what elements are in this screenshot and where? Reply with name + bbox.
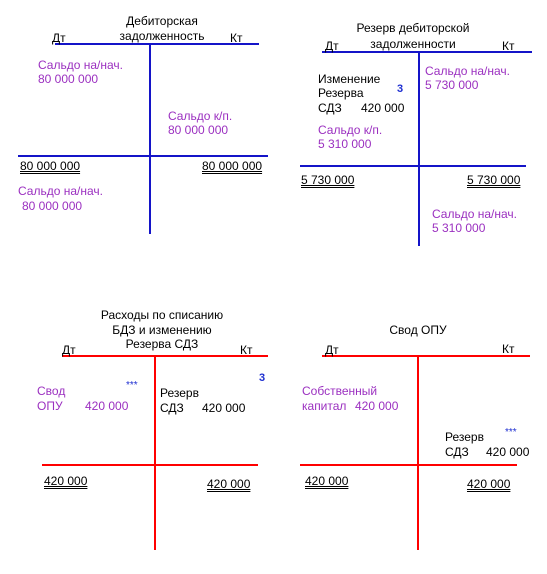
account2-change-line-1: Изменение — [318, 72, 381, 86]
account2-change-value: 420 000 — [361, 101, 405, 115]
account3-entry-marker: 3 — [259, 372, 266, 384]
account2-end-label: Сальдо на/нач. — [432, 207, 517, 221]
account3-credit-entry-value: 420 000 — [202, 401, 246, 415]
account1-end-label: Сальдо на/нач. — [18, 184, 103, 198]
account2-debit-turnover: 5 730 000 — [301, 173, 355, 187]
account2-opening-value: 5 730 000 — [425, 78, 479, 92]
account3-title-line-1: Расходы по списанию — [100, 308, 224, 322]
account1-debit-label: Дт — [52, 31, 66, 45]
account4-debit-entry-value: 420 000 — [355, 399, 399, 413]
account4-credit-entry-line-1: Резерв — [445, 430, 484, 444]
account3-credit-entry-line-2: СДЗ — [160, 401, 184, 415]
account3-credit-label: Кт — [240, 343, 253, 357]
account1-title-line-1: Дебиторская — [126, 14, 198, 28]
account3-title-line-2: БДЗ и изменению — [112, 323, 212, 337]
account4-debit-label: Дт — [325, 343, 339, 357]
account2-change-line-3: СДЗ — [318, 101, 342, 115]
account3-stars-marker: *** — [126, 380, 138, 391]
account4-stars-marker: *** — [505, 427, 517, 438]
account3-credit-entry-line-1: Резерв — [160, 386, 199, 400]
account4-debit-entry-line-1: Собственный — [302, 384, 378, 398]
account1-closing-credit-value: 80 000 000 — [168, 123, 229, 137]
account2-opening-label: Сальдо на/нач. — [425, 64, 510, 78]
account4-credit-turnover: 420 000 — [467, 477, 511, 491]
account2-credit-turnover: 5 730 000 — [467, 173, 521, 187]
account2-credit-label: Кт — [502, 39, 515, 53]
account1-end-value: 80 000 000 — [22, 199, 83, 213]
account2-entry-marker: 3 — [397, 83, 404, 95]
account3-debit-entry-value: 420 000 — [85, 399, 129, 413]
account1-opening-label: Сальдо на/нач. — [38, 58, 123, 72]
account1-title-line-2: задолженность — [119, 29, 205, 43]
account4-debit-turnover: 420 000 — [305, 474, 349, 488]
account1-credit-turnover: 80 000 000 — [202, 159, 263, 173]
account1-closing-credit-label: Сальдо к/п. — [168, 109, 233, 123]
account3-debit-entry-line-1: Свод — [37, 384, 66, 398]
account4-credit-entry-line-2: СДЗ — [445, 445, 469, 459]
account2-title-line-1: Резерв дебиторской — [356, 21, 470, 35]
account1-debit-turnover: 80 000 000 — [20, 159, 81, 173]
account1-credit-label: Кт — [230, 31, 243, 45]
account4-debit-entry-line-2: капитал — [302, 399, 347, 413]
account1-opening-value: 80 000 000 — [38, 72, 99, 86]
account3-title-line-3: Резерва СДЗ — [125, 337, 199, 351]
account3-debit-label: Дт — [62, 343, 76, 357]
account4-title: Свод ОПУ — [389, 323, 447, 337]
account2-end-value: 5 310 000 — [432, 221, 486, 235]
account4-credit-label: Кт — [502, 342, 515, 356]
account2-change-line-2: Резерва — [318, 86, 364, 100]
account2-closing-label: Сальдо к/п. — [318, 123, 383, 137]
account3-credit-turnover: 420 000 — [207, 477, 251, 491]
account3-debit-turnover: 420 000 — [44, 474, 88, 488]
account2-title-line-2: задолженности — [370, 37, 456, 51]
account2-closing-value: 5 310 000 — [318, 137, 372, 151]
account4-credit-entry-value: 420 000 — [486, 445, 530, 459]
account2-debit-label: Дт — [325, 39, 339, 53]
account3-debit-entry-line-2: ОПУ — [37, 399, 63, 413]
